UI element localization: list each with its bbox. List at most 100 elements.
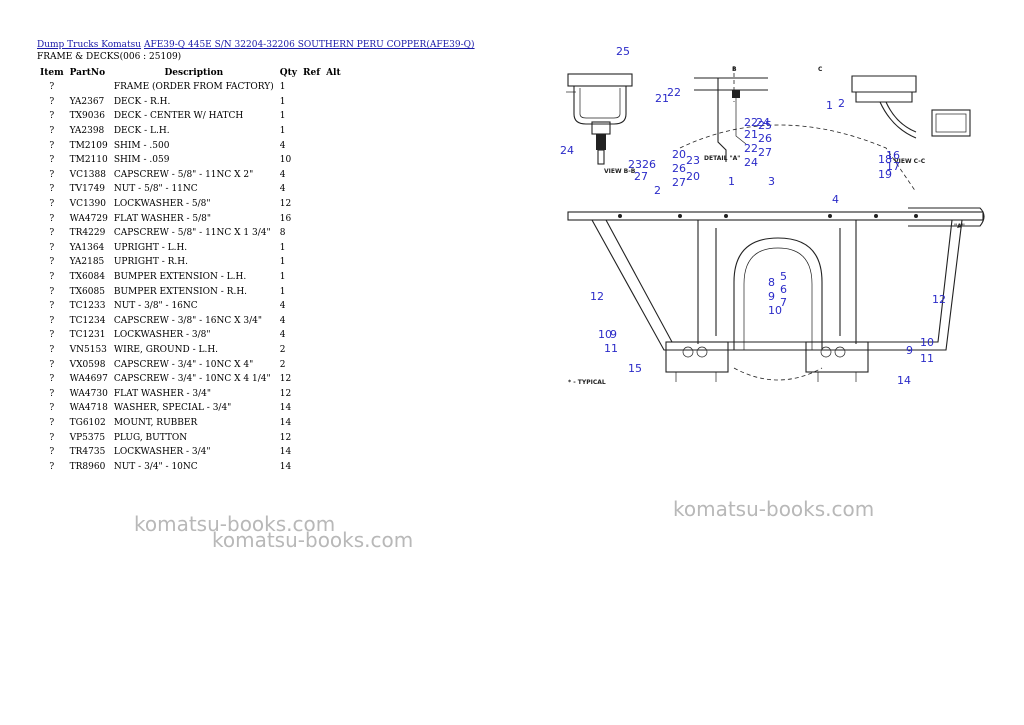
cell-partno: VP5375 [69, 432, 106, 443]
label-view-bb: VIEW B-B [604, 168, 636, 175]
cell-partno: TG6102 [69, 417, 106, 428]
cell-ref [300, 445, 323, 460]
cell-partno: TX6084 [69, 272, 105, 283]
cell-description: FRAME (ORDER FROM FACTORY) [113, 82, 274, 93]
cell-ref [300, 459, 323, 474]
breadcrumb-link-model[interactable]: AFE39-Q 445E S/N 32204-32206 SOUTHERN PE… [143, 40, 475, 50]
parts-diagram: VIEW B-B DETAIL "A" VIEW C-C * - TYPICAL… [560, 45, 985, 387]
cell-ref [300, 241, 323, 256]
callout-number: 2 [838, 97, 845, 110]
header-alt: Alt [326, 68, 341, 78]
cell-partno: YA2185 [69, 257, 105, 268]
callout-number: 27 [672, 176, 686, 189]
callout-number: 1 [728, 175, 735, 188]
header-partno: PartNo [69, 68, 106, 78]
watermark: komatsu-books.com [134, 512, 336, 536]
cell-alt [323, 416, 344, 431]
cell-description: CAPSCREW - 5/8" - 11NC X 2" [113, 169, 254, 180]
cell-qty: 1 [279, 257, 286, 268]
detail-a [694, 66, 768, 162]
callout-number: 16 [886, 149, 900, 162]
cell-alt [323, 109, 344, 124]
cell-item: ? [49, 213, 55, 224]
cell-description: LOCKWASHER - 3/4" [113, 447, 211, 458]
cell-alt [323, 211, 344, 226]
cell-item: ? [49, 111, 55, 122]
callout-number: 7 [780, 296, 787, 309]
cell-alt [323, 284, 344, 299]
cell-alt [323, 314, 344, 329]
cell-qty: 4 [279, 169, 286, 180]
callout-number: 9 [610, 328, 617, 341]
callout-number: 22 [744, 142, 758, 155]
cell-item: ? [49, 184, 55, 195]
cell-alt [323, 255, 344, 270]
cell-item: ? [49, 242, 55, 253]
cell-alt [323, 372, 344, 387]
cell-description: CAPSCREW - 5/8" - 11NC X 1 3/4" [113, 228, 271, 239]
cell-partno: WA4729 [69, 213, 108, 224]
callout-number: 12 [590, 290, 604, 303]
cell-qty: 14 [279, 417, 292, 428]
cell-item: ? [49, 388, 55, 399]
cell-partno: TC1231 [69, 330, 106, 341]
cell-item: ? [49, 140, 55, 151]
callout-number: 20 [672, 148, 686, 161]
callout-number: 5 [780, 270, 787, 283]
breadcrumb-link-dump-trucks[interactable]: Dump Trucks Komatsu [37, 40, 142, 50]
cell-item: ? [49, 315, 55, 326]
cell-alt [323, 153, 344, 168]
cell-alt [323, 241, 344, 256]
cell-qty: 4 [279, 140, 286, 151]
cell-description: UPRIGHT - R.H. [113, 257, 188, 268]
cell-description: CAPSCREW - 3/8" - 16NC X 3/4" [113, 315, 263, 326]
view-bb-detail [566, 73, 633, 165]
cell-item: ? [49, 461, 55, 472]
header-ref: Ref [303, 68, 321, 78]
cell-item: ? [49, 155, 55, 166]
cell-qty: 12 [279, 388, 292, 399]
callout-number: 4 [832, 193, 839, 206]
cell-qty: 1 [279, 286, 286, 297]
label-typical: * - TYPICAL [568, 379, 606, 386]
cell-qty: 2 [279, 344, 286, 355]
cell-alt [323, 430, 344, 445]
cell-ref [300, 386, 323, 401]
cell-qty: 1 [279, 82, 286, 93]
cell-item: ? [49, 374, 55, 385]
cell-partno: TR4735 [69, 447, 106, 458]
breadcrumb: Dump Trucks Komatsu AFE39-Q 445E S/N 322… [37, 40, 475, 50]
view-cc-detail [851, 75, 971, 139]
cell-item: ? [49, 126, 55, 137]
cell-item: ? [49, 82, 55, 93]
label-view-cc: VIEW C-C [894, 158, 926, 165]
cell-alt [323, 459, 344, 474]
cell-item: ? [49, 199, 55, 210]
callout-number: 26 [758, 132, 772, 145]
callout-number: 11 [920, 352, 934, 365]
callout-number: 25 [758, 119, 772, 132]
watermark: komatsu-books.com [673, 497, 875, 521]
cell-description: SHIM - .500 [113, 140, 170, 151]
callout-number: 10 [768, 304, 782, 317]
label-section-c: C [818, 66, 823, 73]
cell-ref [300, 314, 323, 329]
cell-ref [300, 299, 323, 314]
table-header-row: Item PartNo Description Qty Ref Alt [37, 66, 344, 80]
cell-partno: TM2109 [69, 140, 108, 151]
callout-number: 12 [932, 293, 946, 306]
cell-ref [300, 328, 323, 343]
cell-description: DECK - L.H. [113, 126, 170, 137]
cell-qty: 12 [279, 199, 292, 210]
callout-number: 22 [744, 116, 758, 129]
header-description: Description [164, 68, 224, 78]
